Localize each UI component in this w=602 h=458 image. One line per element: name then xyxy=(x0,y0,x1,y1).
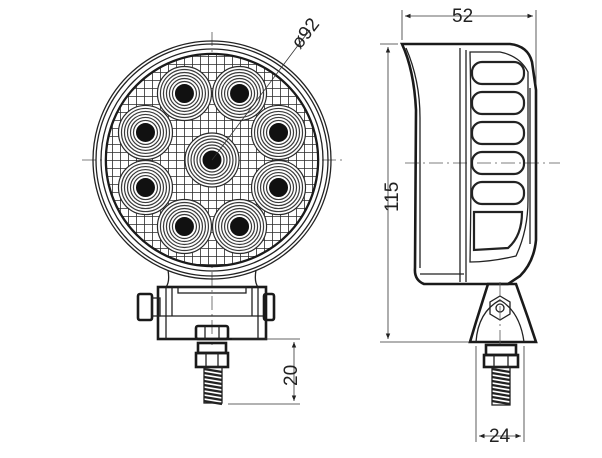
dimension-bracket-width: 24 xyxy=(475,346,525,447)
diameter-label: ø92 xyxy=(287,14,324,53)
mounting-bracket xyxy=(136,285,276,341)
threaded-stem xyxy=(194,341,230,406)
led xyxy=(156,198,213,255)
led xyxy=(211,65,268,122)
led xyxy=(250,104,307,161)
bolt-right xyxy=(262,292,276,322)
front-view: ø92 20 xyxy=(82,14,345,406)
side-bracket xyxy=(468,282,538,345)
stem-length-label: 20 xyxy=(281,365,302,386)
fin xyxy=(470,180,526,206)
led xyxy=(117,159,174,216)
dimension-height: 115 xyxy=(380,43,470,343)
bracket-width-label: 24 xyxy=(489,426,511,447)
led xyxy=(156,65,213,122)
bolt-left xyxy=(136,292,154,322)
led xyxy=(250,159,307,216)
led xyxy=(211,198,268,255)
dimension-stem-length: 20 xyxy=(228,338,302,405)
lens-rim xyxy=(104,52,320,268)
cooling-fins xyxy=(470,60,526,252)
fin xyxy=(472,210,524,252)
led xyxy=(117,104,174,161)
fin xyxy=(470,150,526,176)
fin xyxy=(470,60,526,86)
fin xyxy=(470,120,526,146)
housing-outer-ring xyxy=(92,40,332,280)
height-label: 115 xyxy=(382,182,403,212)
bottom-nut xyxy=(194,324,230,341)
side-body xyxy=(399,42,538,286)
dimension-width: 52 xyxy=(401,6,537,84)
side-stem xyxy=(482,343,520,406)
width-label: 52 xyxy=(452,6,473,27)
fin xyxy=(470,90,526,116)
side-view: 52 115 24 xyxy=(380,6,560,447)
